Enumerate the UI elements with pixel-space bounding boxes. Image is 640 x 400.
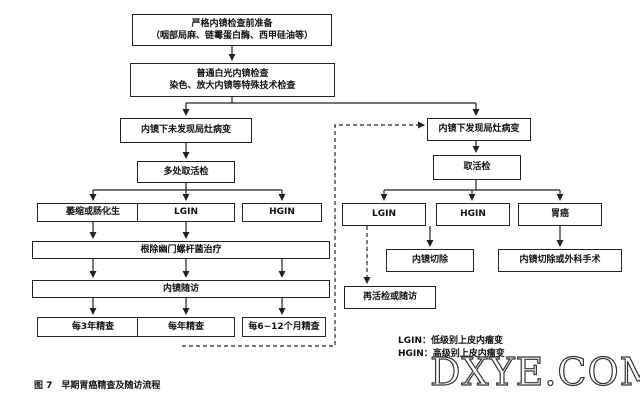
endo-followup-box: 内镜随访	[32, 280, 330, 298]
hp-eradication-box: 根除幽门螺杆菌治疗	[32, 241, 330, 259]
hgin-left-label: HGIN	[269, 207, 295, 218]
atrophy-box: 萎缩或肠化生	[37, 203, 149, 222]
every-year-box: 每年精查	[137, 317, 235, 337]
white-light-title: 普通白光内镜检查	[196, 68, 269, 79]
every-6-12m-box: 每6~12个月精查	[242, 317, 326, 337]
biopsy-label: 取活检	[463, 162, 491, 173]
biopsy-box: 取活检	[433, 155, 521, 180]
no-lesion-box: 内镜下未发现局灶病变	[120, 118, 252, 143]
lgin-left-box: LGIN	[137, 203, 235, 222]
legend-hgin: HGIN：高级别上皮内瘤变	[398, 349, 505, 360]
every-3y-label: 每3年精查	[71, 321, 115, 332]
dashed-return-path	[182, 121, 425, 347]
white-light-box: 普通白光内镜检查 染色、放大内镜等特殊技术检查	[130, 63, 335, 97]
hgin-left-box: HGIN	[242, 203, 322, 222]
atrophy-label: 萎缩或肠化生	[65, 207, 120, 218]
hgin-right-box: HGIN	[436, 203, 510, 226]
gastric-cancer-label: 胃癌	[550, 209, 569, 220]
rebiopsy-label: 再活检或随访	[362, 292, 417, 303]
every-6-12m-label: 每6~12个月精查	[248, 321, 320, 332]
rebiopsy-box: 再活检或随访	[344, 286, 436, 309]
prep-detail: （咽部局麻、链霉蛋白酶、西甲硅油等）	[150, 31, 313, 41]
lgin-right-label: LGIN	[371, 209, 396, 220]
resection-or-surgery-label: 内镜切除或外科手术	[519, 255, 601, 266]
every-year-label: 每年精查	[167, 321, 204, 332]
prep-title: 严格内镜检查前准备	[191, 18, 273, 29]
every-3y-box: 每3年精查	[37, 317, 149, 337]
legend-lgin: LGIN：低级别上皮内瘤变	[398, 336, 504, 346]
watermark-logo: DXYE.COM	[429, 349, 640, 394]
hp-eradication-label: 根除幽门螺杆菌治疗	[140, 244, 222, 255]
lesion-found-box: 内镜下发现局灶病变	[427, 118, 531, 141]
no-lesion-label: 内镜下未发现局灶病变	[140, 125, 231, 136]
gastric-cancer-box: 胃癌	[518, 203, 602, 226]
multi-biopsy-box: 多处取活检	[137, 161, 235, 183]
endo-followup-label: 内镜随访	[162, 283, 199, 294]
multi-biopsy-label: 多处取活检	[163, 166, 209, 177]
endo-resection-box: 内镜切除	[386, 249, 474, 272]
lgin-left-label: LGIN	[173, 207, 198, 218]
white-light-detail: 染色、放大内镜等特殊技术检查	[169, 81, 296, 91]
prep-box: 严格内镜检查前准备 （咽部局麻、链霉蛋白酶、西甲硅油等）	[132, 14, 332, 46]
legend: LGIN：低级别上皮内瘤变 HGIN：高级别上皮内瘤变	[398, 335, 505, 361]
resection-or-surgery-box: 内镜切除或外科手术	[498, 249, 622, 272]
lgin-right-box: LGIN	[342, 203, 426, 226]
endo-resection-label: 内镜切除	[411, 255, 448, 266]
figure-caption: 图 7 早期胃癌精查及随访流程	[34, 381, 161, 391]
hgin-right-label: HGIN	[460, 209, 486, 220]
lesion-found-label: 内镜下发现局灶病变	[438, 124, 520, 135]
